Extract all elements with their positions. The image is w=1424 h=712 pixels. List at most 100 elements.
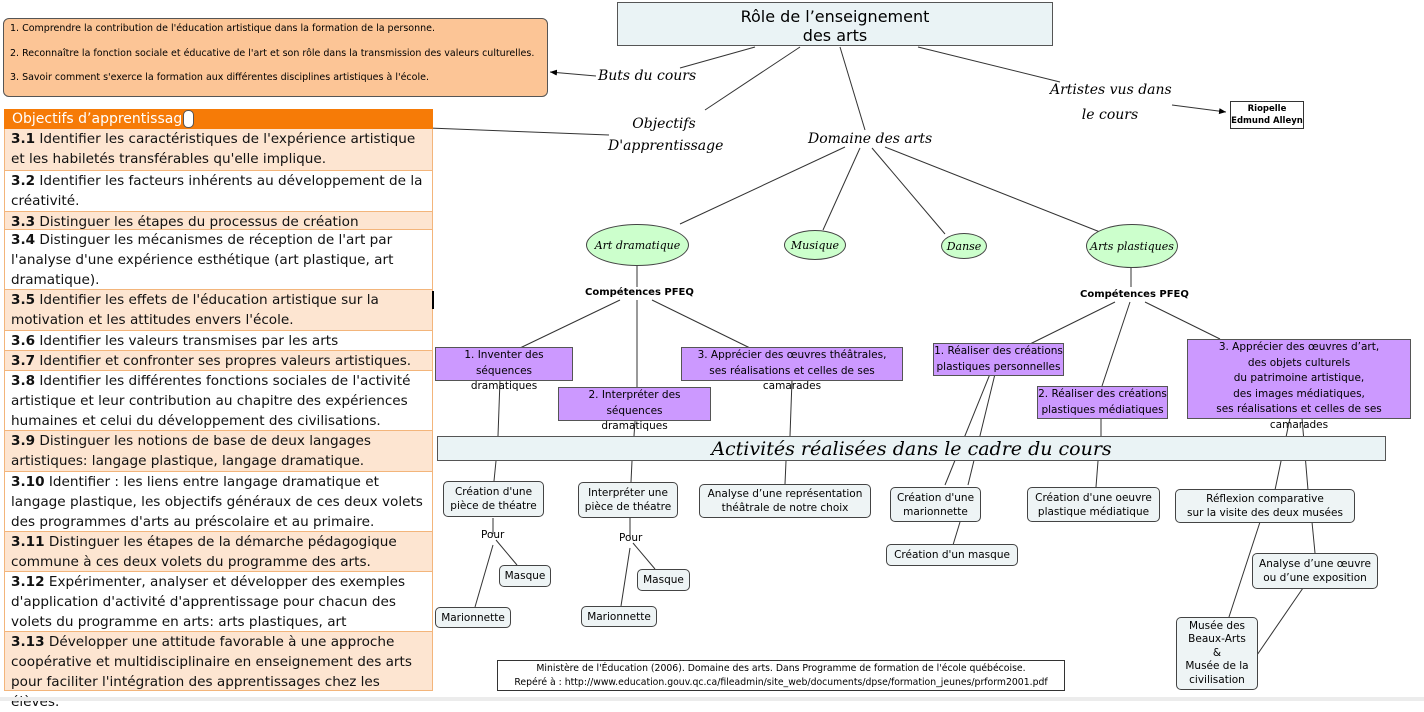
text-cursor <box>432 291 434 309</box>
objectif-number: 3.2 <box>11 173 36 189</box>
objectif-text: Distinguer les étapes de la démarche péd… <box>11 534 397 570</box>
node-line: Création d'une oeuvre <box>1035 491 1152 504</box>
node-line: civilisation <box>1189 673 1245 686</box>
objectif-text: Identifier les effets de l'éducation art… <box>11 292 379 328</box>
competence-line: 1. Réaliser des créations <box>934 345 1063 357</box>
objectif-row: 3.8 Identifier les différentes fonctions… <box>4 371 433 431</box>
competences-label-drama: Compétences PFEQ <box>585 287 694 298</box>
reference-line: Ministère de l'Éducation (2006). Domaine… <box>536 663 1026 674</box>
activity-analyse-representation[interactable]: Analyse d’une représentation théâtrale de… <box>699 484 871 518</box>
drama-competence-2[interactable]: 2. Interpréter des séquences dramatiques <box>558 387 711 432</box>
objectif-number: 3.6 <box>11 333 36 349</box>
node-line: Création d'une <box>896 491 975 504</box>
but-item: 2. Reconnaître la fonction sociale et éd… <box>10 47 535 59</box>
node-line: Réflexion comparative <box>1206 493 1324 505</box>
objectif-number: 3.13 <box>11 634 45 650</box>
objectifs-header: Objectifs d’apprentissage <box>4 109 433 129</box>
activity-marionnette[interactable]: Marionnette <box>581 606 657 627</box>
competence-line: des images médiatiques, <box>1233 387 1365 400</box>
activity-creation-masque[interactable]: Création d'un masque <box>886 544 1018 566</box>
objectif-row: 3.7 Identifier et confronter ses propres… <box>4 351 433 371</box>
artists-box: Riopelle Edmund Alleyn <box>1230 101 1304 129</box>
competence-line: 1. Inventer des séquences <box>464 349 544 377</box>
domain-musique[interactable]: Musique <box>784 230 846 260</box>
branch-label: le cours <box>1081 107 1139 123</box>
artist-name: Riopelle <box>1247 104 1287 114</box>
objectif-text: Identifier les caractéristiques de l'exp… <box>11 131 416 167</box>
objectif-row: 3.4 Distinguer les mécanismes de récepti… <box>4 230 433 290</box>
objectif-number: 3.10 <box>11 474 45 490</box>
reference-line: Repéré à : http://www.education.gouv.qc.… <box>514 677 1048 688</box>
objectif-text: Identifier : les liens entre langage dra… <box>11 474 423 530</box>
node-line: Analyse d’une représentation <box>707 488 863 500</box>
node-line: marionnette <box>903 505 968 518</box>
objectif-row: 3.1 Identifier les caractéristiques de l… <box>4 129 433 171</box>
branch-domaine-des-arts[interactable]: Domaine des arts <box>808 131 933 147</box>
title-line: des arts <box>802 26 868 45</box>
competence-line: plastiques médiatiques <box>1041 403 1164 416</box>
objectif-number: 3.1 <box>11 131 36 147</box>
branch-artistes[interactable]: Artistes vus dans le cours <box>1050 78 1172 128</box>
objectif-number: 3.7 <box>11 353 36 369</box>
bottom-scrollbar-track[interactable] <box>0 697 1424 701</box>
node-line: Interpréter une <box>588 487 668 499</box>
competences-label-plastic: Compétences PFEQ <box>1080 289 1189 300</box>
node-line: ou d’une exposition <box>1263 572 1367 584</box>
objectif-row: 3.11 Distinguer les étapes de la démarch… <box>4 532 433 572</box>
objectif-number: 3.9 <box>11 433 36 449</box>
central-title-node[interactable]: Rôle de l’enseignement des arts <box>617 2 1053 46</box>
activity-interpreter-piece[interactable]: Interpréter une pièce de théatre <box>578 482 678 518</box>
objectif-row: 3.12 Expérimenter, analyser et développe… <box>4 572 433 650</box>
branch-buts-du-cours[interactable]: Buts du cours <box>598 68 697 84</box>
competence-line: 2. Interpréter des séquences <box>588 389 681 417</box>
node-line: Analyse d’une œuvre <box>1259 558 1371 570</box>
competence-line: dramatiques <box>601 420 668 432</box>
objectif-row: 3.3 Distinguer les étapes du processus d… <box>4 212 433 230</box>
node-line: Beaux-Arts <box>1188 633 1246 646</box>
competence-line: dramatiques <box>470 380 538 392</box>
objectif-text: Distinguer les mécanismes de réception d… <box>11 232 394 288</box>
pour-label: Pour <box>619 532 643 544</box>
objectif-text: Distinguer les étapes du processus de cr… <box>35 214 359 230</box>
activity-analyse-oeuvre[interactable]: Analyse d’une œuvre ou d’une exposition <box>1252 553 1378 589</box>
objectifs-resize-handle[interactable] <box>183 110 194 128</box>
competence-line: plastiques personnelles <box>936 360 1061 373</box>
objectif-row: 3.9 Distinguer les notions de base de de… <box>4 431 433 472</box>
plastic-competence-2[interactable]: 2. Réaliser des créations plastiques méd… <box>1037 386 1168 419</box>
drama-competence-3[interactable]: 3. Apprécier des œuvres théâtrales, ses … <box>681 347 903 392</box>
plastic-competence-1[interactable]: 1. Réaliser des créations plastiques per… <box>933 343 1064 376</box>
plastic-competence-3[interactable]: 3. Apprécier des œuvres d’art, des objet… <box>1187 339 1411 431</box>
node-line: pièce de théatre <box>450 500 537 512</box>
domain-arts-plastiques[interactable]: Arts plastiques <box>1086 224 1178 268</box>
activity-reflexion-comparative[interactable]: Réflexion comparative sur la visite des d… <box>1175 489 1355 523</box>
objectif-number: 3.5 <box>11 292 36 308</box>
domain-art-dramatique[interactable]: Art dramatique <box>586 224 689 266</box>
artist-name: Edmund Alleyn <box>1231 116 1303 126</box>
competence-line: ses réalisations et celles de ses camara… <box>1216 403 1382 431</box>
node-line: théâtrale de notre choix <box>721 502 849 514</box>
objectif-number: 3.8 <box>11 373 36 389</box>
branch-label: D'apprentissage <box>608 138 724 154</box>
competence-line: 3. Apprécier des œuvres théâtrales, <box>697 349 887 361</box>
activity-masque[interactable]: Masque <box>499 565 551 587</box>
objectif-text: Identifier et confronter ses propres val… <box>35 353 412 369</box>
node-line: pièce de théatre <box>584 501 672 513</box>
activities-title-bar[interactable]: Activités réalisées dans le cadre du cou… <box>437 436 1386 461</box>
activity-marionnette[interactable]: Marionnette <box>435 607 511 628</box>
node-line: sur la visite des deux musées <box>1187 507 1343 519</box>
competence-line: 2. Réaliser des créations <box>1038 388 1167 400</box>
drama-competence-1[interactable]: 1. Inventer des séquences dramatiques <box>435 347 573 392</box>
objectif-text: Identifier les valeurs transmises par le… <box>35 333 339 349</box>
domain-danse[interactable]: Danse <box>941 233 987 259</box>
competence-line: ses réalisations et celles de ses camara… <box>709 364 875 393</box>
competence-line: 3. Apprécier des œuvres d’art, <box>1218 341 1380 353</box>
objectif-number: 3.4 <box>11 232 36 248</box>
objectif-number: 3.11 <box>11 534 45 550</box>
activity-masque[interactable]: Masque <box>637 569 690 591</box>
activity-musees[interactable]: Musée des Beaux-Arts & Musée de la civil… <box>1176 617 1258 690</box>
competence-line: des objets culturels <box>1247 356 1351 369</box>
branch-objectifs[interactable]: Objectifs D'apprentissage <box>608 113 724 157</box>
